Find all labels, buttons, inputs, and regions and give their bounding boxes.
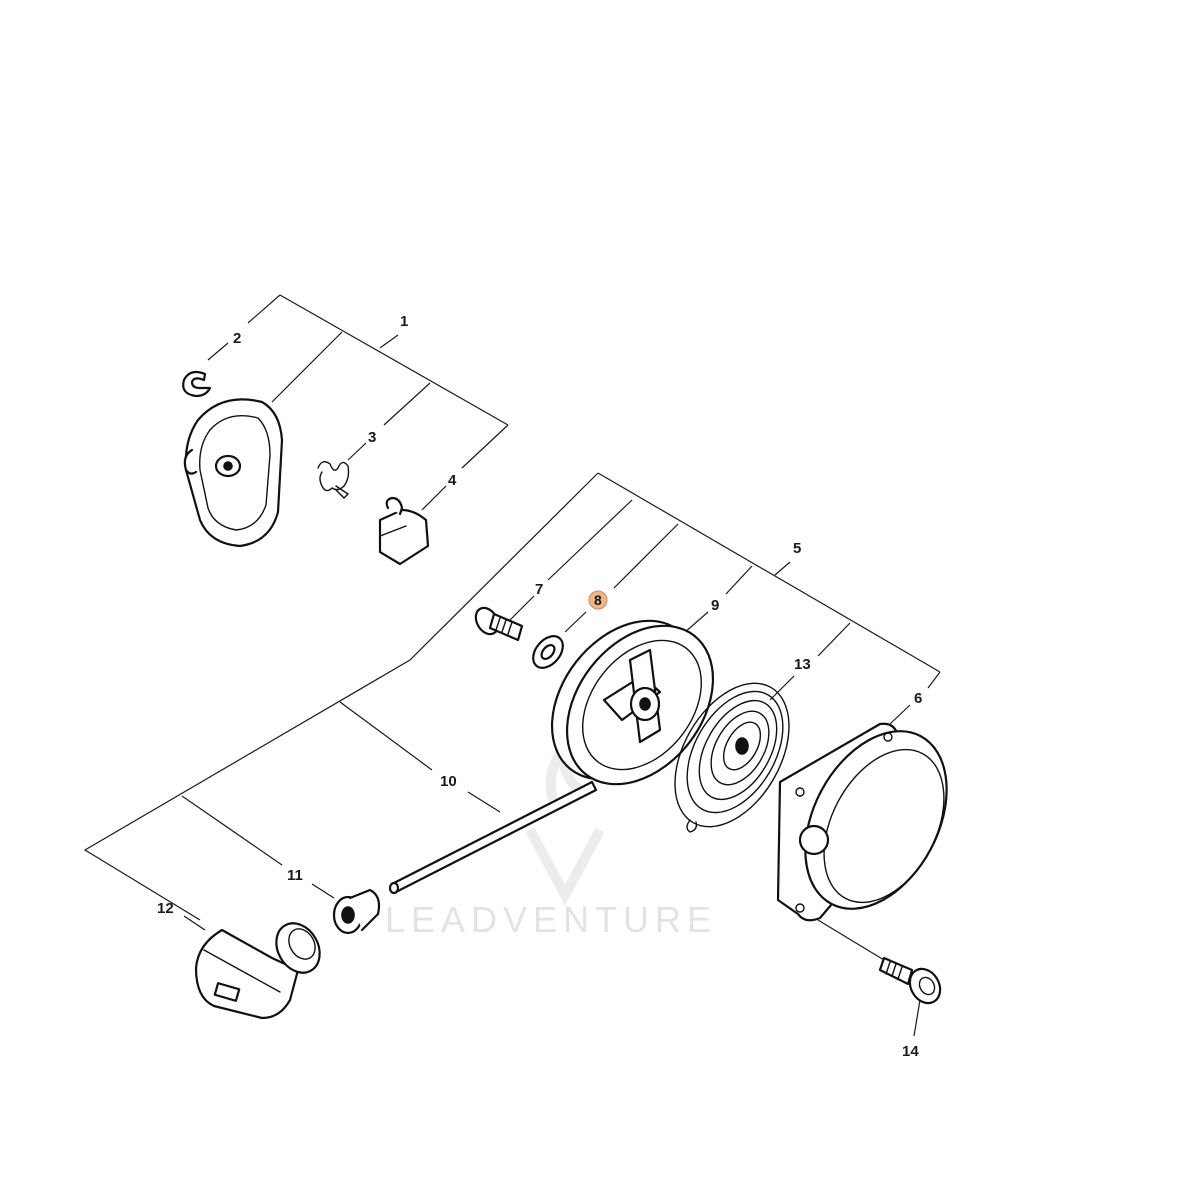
leader-group-5 <box>597 472 941 673</box>
callout-10: 10 <box>440 773 457 790</box>
leader-2 <box>247 294 281 324</box>
spring-part <box>317 461 350 499</box>
leader-8b <box>564 611 587 633</box>
pawl-housing-part <box>183 398 284 548</box>
starter-cover-part <box>776 722 948 922</box>
leader-group-10 <box>83 472 599 921</box>
leader-13b <box>769 675 795 701</box>
leader-housing <box>271 331 343 403</box>
watermark-text: LEADVENTURE <box>385 899 717 940</box>
leader-14a <box>817 919 885 961</box>
bolt-part <box>878 956 942 1005</box>
starter-handle-part <box>194 922 321 1020</box>
leader-7a <box>547 499 633 581</box>
leader-14b <box>913 999 921 1037</box>
screw-part <box>474 606 524 642</box>
callout-3: 3 <box>368 429 376 446</box>
leader-12b <box>183 915 206 931</box>
callout-13: 13 <box>794 656 811 673</box>
leader-6a <box>927 671 941 689</box>
pawl-part <box>378 496 430 566</box>
bushing-part <box>332 888 381 935</box>
leader-1 <box>379 334 399 349</box>
leader-4b <box>421 485 447 511</box>
callout-9: 9 <box>711 597 719 614</box>
callout-8-highlight <box>588 590 608 610</box>
leader-6b <box>889 704 911 725</box>
leader-3a <box>383 382 431 426</box>
leader-10b <box>467 791 501 813</box>
leader-11b <box>311 883 335 899</box>
leader-3b <box>347 442 367 461</box>
e-clip-part <box>182 370 212 398</box>
leader-lines <box>83 294 941 1037</box>
leader-2b <box>207 342 229 361</box>
callout-4: 4 <box>448 472 457 489</box>
callout-2: 2 <box>233 330 241 347</box>
callout-5: 5 <box>793 540 801 557</box>
leader-7b <box>509 595 535 621</box>
leader-group-1 <box>279 294 509 426</box>
callout-12: 12 <box>157 900 174 917</box>
leader-4a <box>461 424 509 469</box>
callout-11: 11 <box>287 867 303 884</box>
callout-8: 8 <box>594 592 602 608</box>
leader-8a <box>613 523 679 589</box>
leader-10a <box>339 701 433 771</box>
leader-13a <box>817 622 851 657</box>
rewind-spring-part <box>674 682 790 833</box>
callout-1: 1 <box>400 313 408 330</box>
washer-part <box>532 635 564 669</box>
callout-14: 14 <box>902 1043 919 1060</box>
callout-6: 6 <box>914 690 922 707</box>
leader-9a <box>725 565 753 595</box>
callout-7: 7 <box>535 581 543 598</box>
rope-rotor-part <box>550 619 715 786</box>
leader-11a <box>181 795 283 866</box>
rope-part <box>388 780 598 895</box>
leader-5 <box>774 561 791 576</box>
